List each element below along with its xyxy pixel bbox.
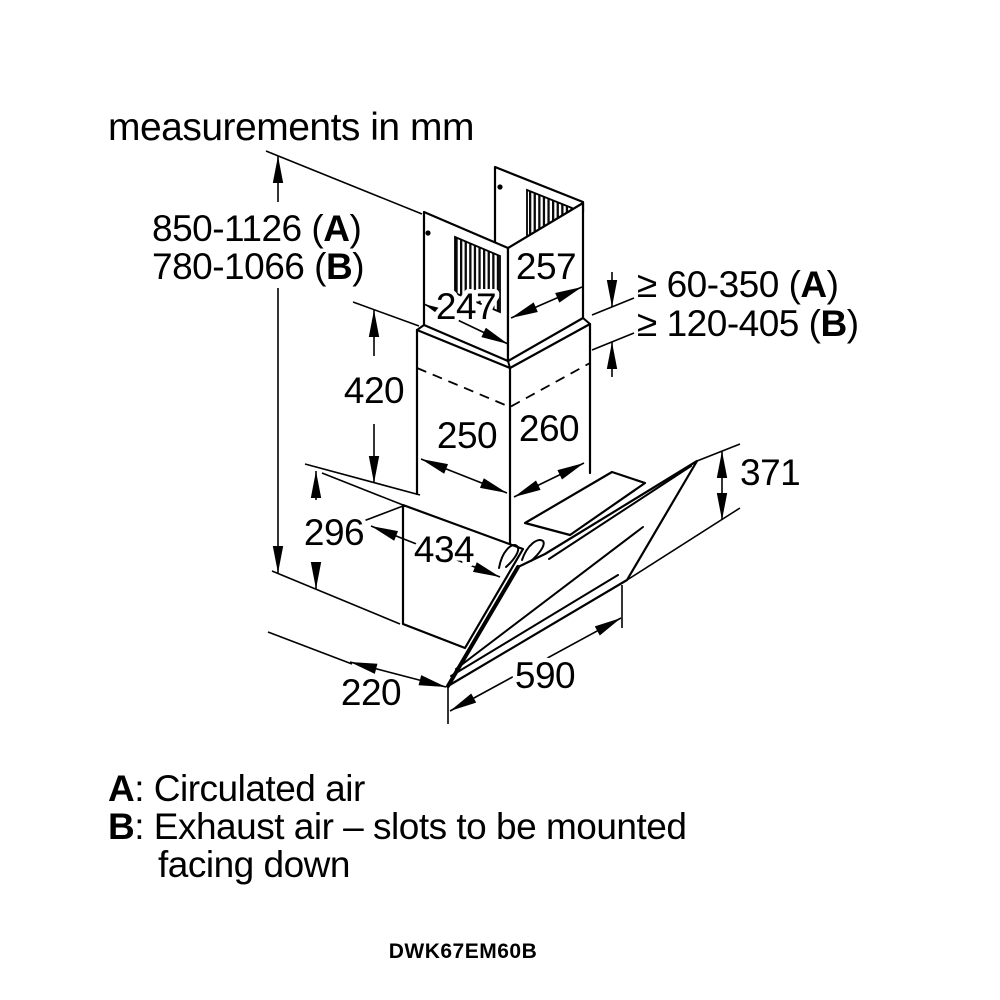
- drawing-title: measurements in mm: [108, 106, 474, 149]
- ext-hood-top: [321, 472, 404, 506]
- legend-exhaust-air-line2: facing down: [158, 844, 350, 885]
- tick-434-left: [360, 505, 404, 523]
- label-total-height-a: 850-1126 (A): [152, 208, 361, 249]
- glass-liner-strip: [548, 465, 692, 560]
- dim-260: [513, 462, 585, 498]
- dim-220: [349, 661, 447, 688]
- label-clearance-b: ≥ 120-405 (B): [637, 303, 859, 344]
- liner-scroll-left: [498, 544, 520, 569]
- ext-chimney-bottom: [304, 463, 421, 496]
- ext-420-top: [352, 301, 420, 327]
- tick-clearance-bottom: [591, 332, 635, 351]
- ext-wall-base: [267, 631, 353, 665]
- dim-247: [423, 303, 509, 345]
- screw-hole-left: [425, 230, 431, 236]
- tick-clearance-top: [591, 297, 635, 316]
- label-590: 590: [515, 655, 575, 696]
- tick-371-top: [696, 443, 741, 462]
- ext-total-top: [265, 150, 423, 215]
- label-420: 420: [344, 370, 404, 411]
- tick-371-bottom: [626, 507, 741, 581]
- screw-hole-rear: [497, 184, 503, 190]
- label-total-height-b: 780-1066 (B): [152, 246, 364, 287]
- ext-body-bottom: [271, 570, 401, 625]
- legend-circulated-air: A: Circulated air: [108, 768, 365, 809]
- label-434: 434: [414, 529, 474, 570]
- section-joint-right: [582, 317, 591, 325]
- telescopic-overlap-dashed-line: [416, 362, 591, 408]
- liner-scroll-right: [521, 539, 545, 562]
- section-joint-corner: [507, 360, 511, 369]
- legend-exhaust-air: B: Exhaust air – slots to be mounted: [108, 806, 686, 847]
- dim-434: [370, 525, 501, 578]
- label-371: 371: [740, 452, 800, 493]
- label-220: 220: [341, 672, 401, 713]
- dimension-linework: [265, 150, 741, 724]
- section-joint-left: [416, 324, 425, 331]
- label-260: 260: [519, 408, 579, 449]
- model-number: DWK67EM60B: [389, 940, 538, 963]
- dim-250: [420, 458, 508, 494]
- label-clearance-a: ≥ 60-350 (A): [637, 264, 838, 305]
- label-247: 247: [436, 286, 496, 327]
- dim-257: [510, 286, 583, 319]
- label-257: 257: [516, 246, 576, 287]
- dim-590: [449, 617, 622, 712]
- label-296: 296: [304, 512, 364, 553]
- label-250: 250: [437, 415, 497, 456]
